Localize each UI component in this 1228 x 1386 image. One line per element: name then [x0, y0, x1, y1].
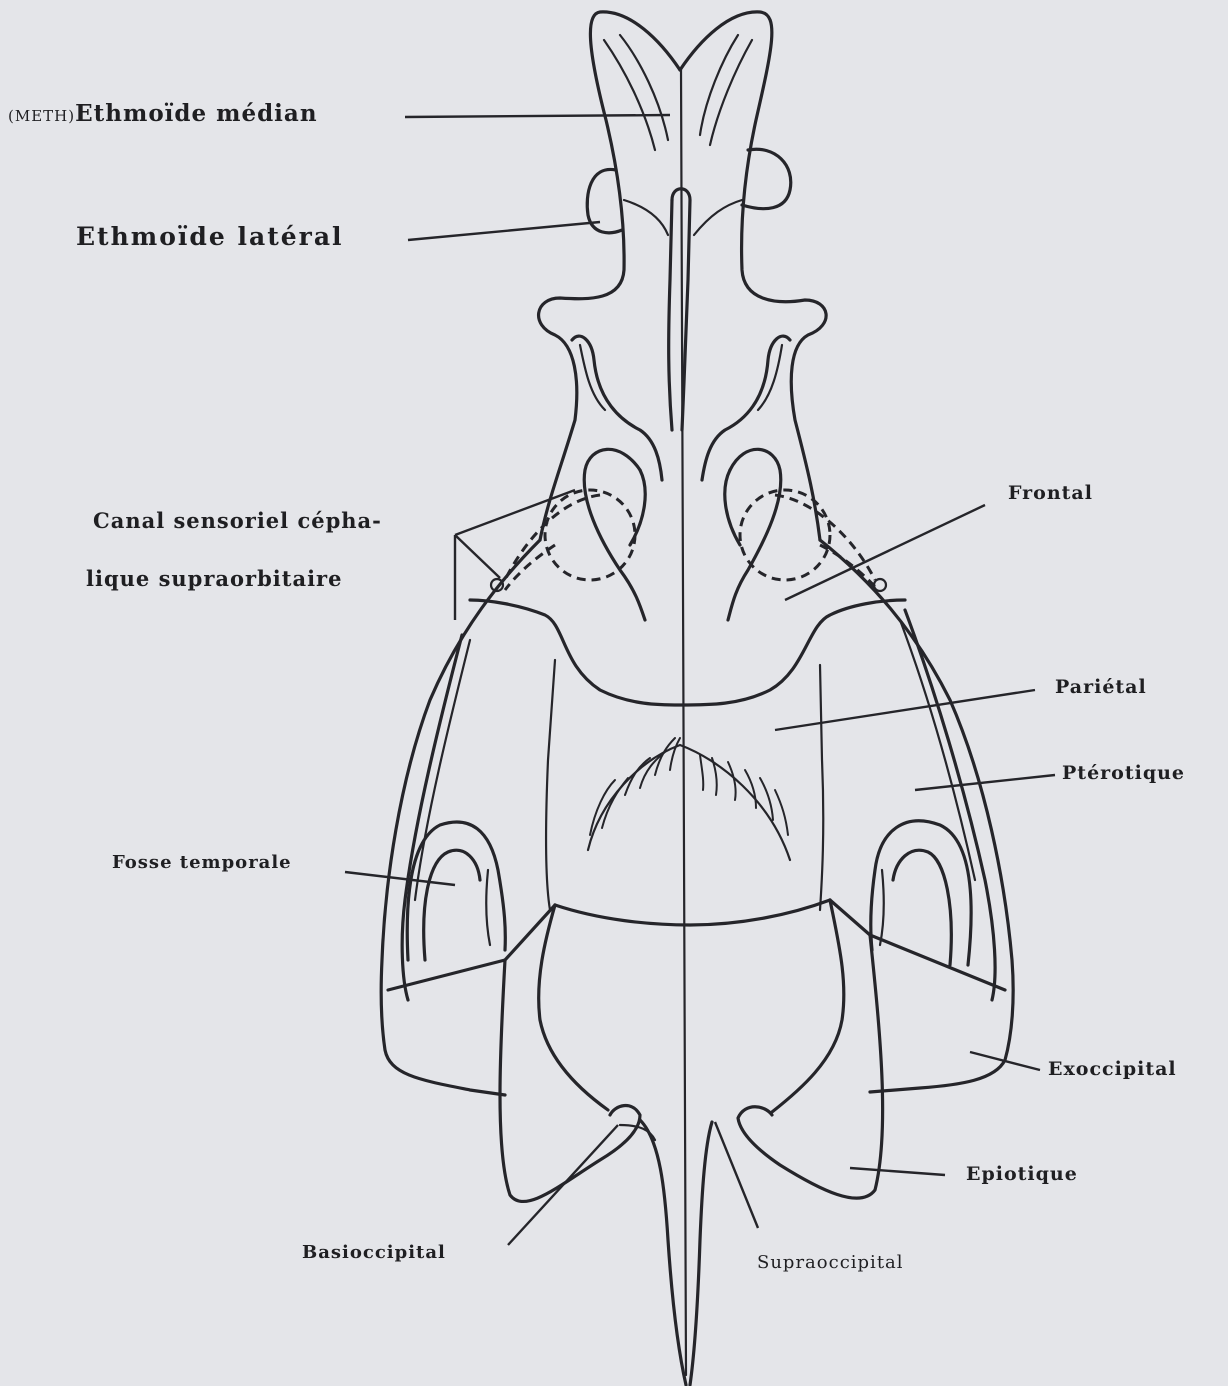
cranium-outline [381, 540, 1013, 1095]
parietal-label: Pariétal [1055, 676, 1147, 698]
exoccipital-label: Exoccipital [1048, 1058, 1177, 1080]
canal-sensoriel-label-line2: lique supraorbitaire [86, 566, 342, 591]
parietal-hatching [588, 738, 790, 860]
canal-sensoriel-label-line1: Canal sensoriel cépha- [93, 508, 382, 533]
fosse-temporale-label: Fosse temporale [112, 852, 292, 873]
frontal-label: Frontal [1008, 482, 1093, 504]
midline [681, 68, 686, 1375]
occipital-region [388, 900, 1005, 1385]
frontal-region [470, 449, 905, 705]
ethmoide-median-text: Ethmoïde médian [75, 100, 317, 127]
basioccipital-label: Basioccipital [302, 1242, 446, 1263]
pterotique-label: Ptérotique [1062, 762, 1185, 784]
supraoccipital-label: Supraoccipital [757, 1252, 904, 1273]
epiotique-label: Epiotique [966, 1163, 1078, 1185]
meth-abbreviation: (METH) [8, 107, 75, 125]
ethmoide-median-label: (METH)Ethmoïde médian [8, 100, 318, 127]
ethmoide-lateral-label: Ethmoïde latéral [76, 222, 344, 251]
